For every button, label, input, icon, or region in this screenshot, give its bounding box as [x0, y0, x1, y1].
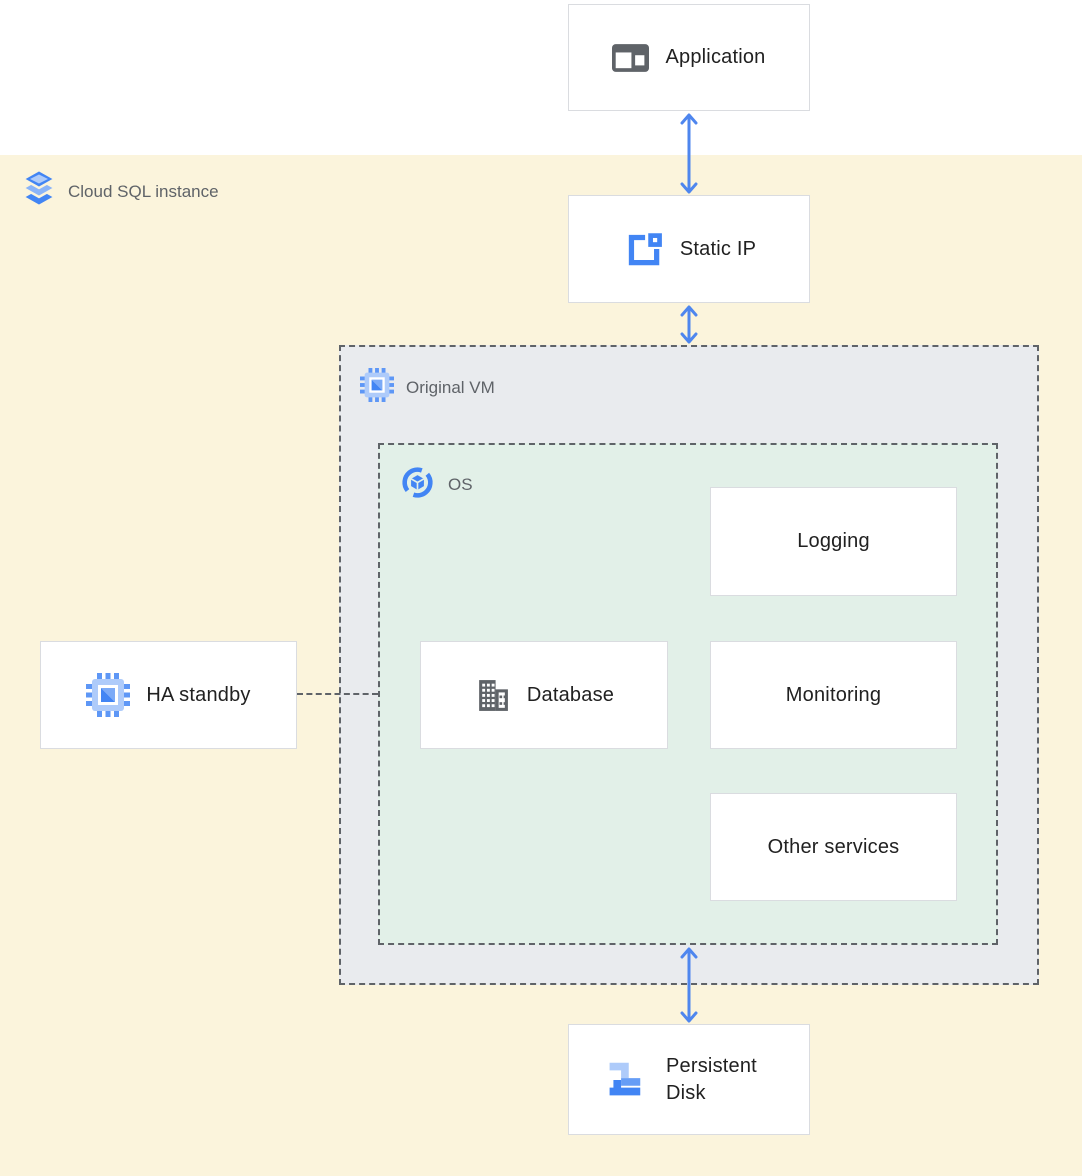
- node-other-services: Other services: [710, 793, 957, 901]
- other-services-text: Other services: [767, 835, 900, 858]
- node-monitoring: Monitoring: [710, 641, 957, 749]
- arrow-os-persistentdisk: [680, 947, 698, 1023]
- node-application: Application: [568, 4, 810, 111]
- database-text: Database: [526, 683, 615, 706]
- database-building-icon: [474, 677, 511, 714]
- node-static-ip: Static IP: [568, 195, 810, 303]
- arrow-staticip-vm: [680, 305, 698, 344]
- static-ip-icon: [622, 228, 664, 270]
- cloud-sql-instance-text: Cloud SQL instance: [68, 181, 219, 201]
- arrow-application-staticip: [680, 113, 698, 194]
- os-label: OS: [401, 466, 473, 504]
- ha-standby-text: HA standby: [146, 683, 251, 706]
- persistent-disk-text: Persistent Disk: [666, 1054, 757, 1104]
- node-database: Database: [420, 641, 668, 749]
- logging-text: Logging: [797, 530, 870, 552]
- original-vm-text: Original VM: [406, 377, 495, 397]
- ha-standby-connector-line: [297, 693, 378, 695]
- os-icon: [401, 466, 434, 504]
- node-ha-standby: HA standby: [40, 641, 297, 749]
- cloud-sql-instance-label: Cloud SQL instance: [20, 167, 219, 216]
- node-logging: Logging: [710, 487, 957, 596]
- application-text: Application: [665, 46, 766, 68]
- application-icon: [612, 43, 650, 72]
- os-text: OS: [448, 475, 473, 494]
- monitoring-text: Monitoring: [785, 683, 882, 706]
- compute-engine-icon: [360, 368, 394, 407]
- cloud-sql-icon: [20, 167, 58, 216]
- static-ip-text: Static IP: [679, 237, 757, 260]
- original-vm-label: Original VM: [360, 368, 495, 407]
- ha-standby-compute-icon: [86, 673, 131, 717]
- node-persistent-disk: Persistent Disk: [568, 1024, 810, 1135]
- persistent-disk-icon: [600, 1057, 646, 1103]
